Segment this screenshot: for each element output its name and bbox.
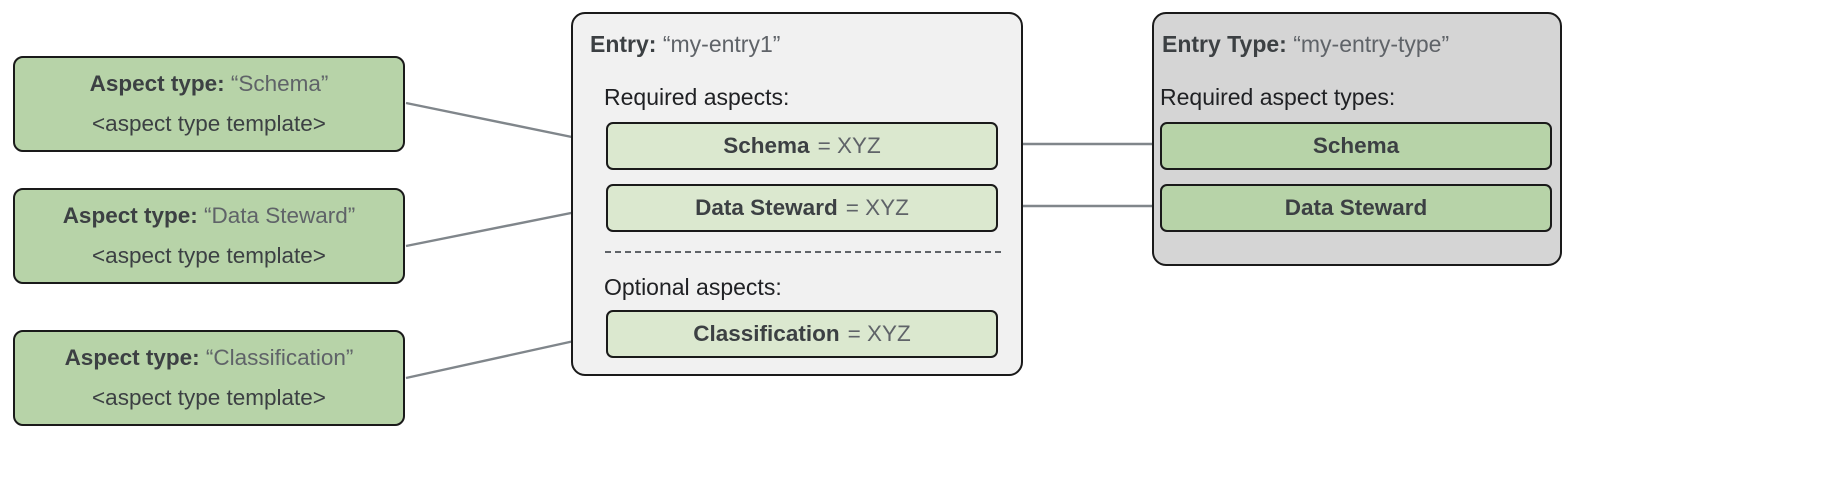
aspect-name: Schema (723, 133, 810, 158)
aspect-type-template: <aspect type template> (92, 385, 326, 410)
aspects-divider (605, 251, 1001, 253)
entry-label: Entry: (590, 31, 657, 57)
entry-title: Entry: “my-entry1” (590, 31, 780, 58)
aspect-type-title: Aspect type: “Data Steward” (63, 203, 356, 229)
aspect-type-title: Aspect type: “Schema” (90, 71, 329, 97)
optional-aspect-classification[interactable]: Classification = XYZ (606, 310, 998, 358)
entry-panel[interactable]: Entry: “my-entry1” Required aspects: Sch… (571, 12, 1023, 376)
entry-value: “my-entry1” (662, 31, 781, 57)
aspect-value: = XYZ (847, 321, 911, 346)
required-aspects-heading: Required aspects: (604, 84, 790, 110)
aspect-name: Classification (693, 321, 840, 346)
aspect-type-label: Aspect type: (64, 345, 200, 370)
aspect-name: Data Steward (695, 195, 838, 220)
aspect-type-template: <aspect type template> (92, 111, 326, 136)
aspect-value: = XYZ (817, 133, 881, 158)
aspect-type-label: Aspect type: (89, 71, 225, 96)
required-aspect-type-data-steward[interactable]: Data Steward (1160, 184, 1552, 232)
aspect-type-value: “Data Steward” (204, 203, 356, 228)
aspect-type-card-data-steward[interactable]: Aspect type: “Data Steward” <aspect type… (13, 188, 405, 284)
entry-type-value: “my-entry-type” (1293, 31, 1450, 57)
entry-type-label: Entry Type: (1162, 31, 1287, 57)
required-aspect-types-heading: Required aspect types: (1160, 84, 1396, 110)
required-aspect-type-schema[interactable]: Schema (1160, 122, 1552, 170)
entry-type-panel[interactable]: Entry Type: “my-entry-type” Required asp… (1152, 12, 1562, 266)
aspect-value: = XYZ (845, 195, 909, 220)
aspect-type-card-classification[interactable]: Aspect type: “Classification” <aspect ty… (13, 330, 405, 426)
aspect-type-template: <aspect type template> (92, 243, 326, 268)
entry-type-title: Entry Type: “my-entry-type” (1162, 31, 1449, 58)
required-aspect-data-steward[interactable]: Data Steward = XYZ (606, 184, 998, 232)
aspect-type-value: “Schema” (230, 71, 329, 96)
aspect-type-value: “Classification” (205, 345, 354, 370)
optional-aspects-heading: Optional aspects: (604, 274, 782, 300)
required-aspect-schema[interactable]: Schema = XYZ (606, 122, 998, 170)
aspect-type-label: Aspect type: (62, 203, 198, 228)
aspect-type-title: Aspect type: “Classification” (65, 345, 354, 371)
aspect-type-card-schema[interactable]: Aspect type: “Schema” <aspect type templ… (13, 56, 405, 152)
